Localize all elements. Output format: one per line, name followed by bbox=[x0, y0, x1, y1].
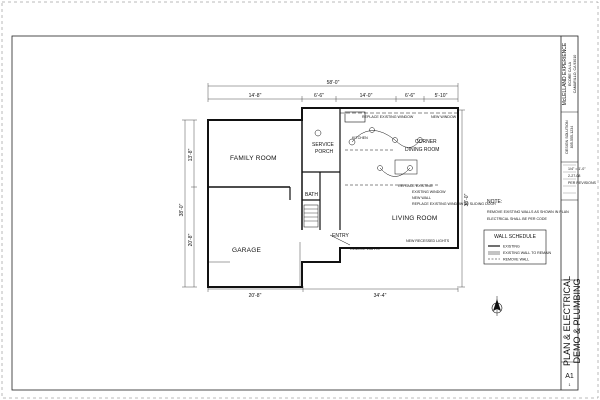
room-family: FAMILY ROOM bbox=[230, 155, 277, 162]
title-block: McLELLAND EXPERIENCE ECORE CA LA CAMARIL… bbox=[560, 36, 597, 390]
callout-4: EXISTING WINDOW bbox=[412, 190, 446, 194]
firm-name: DESIGN SOLUTION bbox=[565, 120, 569, 154]
dim-left-lower: 20'-8" bbox=[188, 233, 194, 246]
notes-line-2: ELECTRICAL SHALL BE PER CODE bbox=[487, 217, 547, 221]
dim-bottom-left: 20'-8" bbox=[249, 293, 262, 299]
room-kitchen: KITCHEN bbox=[352, 136, 368, 140]
wall-schedule-row-2: EXISTING WALL TO REMAIN bbox=[503, 251, 552, 255]
callout-6: REPLACE EXISTING WINDOW W/ SLIDING DOOR bbox=[412, 202, 496, 206]
firm-phone: 805-555-1234 bbox=[570, 126, 574, 148]
sheet-border bbox=[11, 35, 579, 391]
callout-3: REPLACE EXISTING bbox=[398, 184, 433, 188]
room-porch: PORCH bbox=[315, 149, 333, 155]
wall-schedule: WALL SCHEDULE EXISTING EXISTING WALL TO … bbox=[483, 229, 552, 265]
dim-right-total: 38'-0" bbox=[464, 193, 470, 206]
dim-left-total: 38'-0" bbox=[179, 203, 185, 216]
notes-heading: NOTE: bbox=[487, 199, 502, 205]
dim-top-3: 14'-0" bbox=[360, 93, 373, 99]
room-garage: GARAGE bbox=[232, 247, 261, 254]
sheet-title-line1: PLAN & ELECTRICAL bbox=[562, 276, 572, 366]
callouts: REPLACE EXISTING WINDOW NEW WINDOW REPLA… bbox=[350, 115, 496, 251]
room-bath: BATH bbox=[305, 192, 318, 198]
project-city: CAMARILLO, CA 93010 bbox=[573, 55, 577, 94]
sheet-number: A1 bbox=[565, 373, 574, 380]
dim-left-upper: 13'-8" bbox=[188, 148, 194, 161]
callout-5: NEW WALL bbox=[412, 196, 431, 200]
scale-label: 1/4" = 1'-0" bbox=[568, 167, 586, 171]
room-service: SERVICE bbox=[312, 142, 335, 148]
sheet-title-line2: DEMO & PLUMBING bbox=[572, 278, 582, 363]
room-entry: ENTRY bbox=[332, 233, 350, 239]
dim-top-1: 14'-8" bbox=[249, 93, 262, 99]
callout-7: REMOVE LIGHTS bbox=[350, 247, 380, 251]
north-arrow-icon bbox=[491, 296, 503, 316]
date-label: 2-27-08 bbox=[568, 174, 580, 178]
room-dining: DINING ROOM bbox=[405, 147, 439, 153]
project-name: McLELLAND EXPERIENCE bbox=[562, 42, 568, 105]
dim-overall: 58'-0" bbox=[327, 80, 340, 86]
room-corner: CORNER bbox=[415, 139, 437, 145]
wall-schedule-row-3: REMOVE WALL bbox=[503, 258, 529, 262]
dim-top-2: 6'-6" bbox=[314, 93, 324, 99]
notes-line-1: REMOVE EXISTING WALLS AS SHOWN IN PLAN bbox=[487, 210, 569, 214]
wall-schedule-title: WALL SCHEDULE bbox=[494, 234, 537, 240]
wall-schedule-row-1: EXISTING bbox=[503, 245, 520, 249]
sheet-of: 1 bbox=[569, 383, 571, 387]
room-living: LIVING ROOM bbox=[392, 215, 438, 222]
dim-top-5: 5'-10" bbox=[435, 93, 448, 99]
notes-block: NOTE: REMOVE EXISTING WALLS AS SHOWN IN … bbox=[487, 199, 569, 221]
callout-1: REPLACE EXISTING WINDOW bbox=[362, 115, 414, 119]
dim-bottom-right: 34'-4" bbox=[374, 293, 387, 299]
callout-8: NEW RECESSED LIGHTS bbox=[406, 239, 450, 243]
floor-plan bbox=[207, 107, 459, 288]
dimension-lines bbox=[182, 83, 465, 292]
callout-2: NEW WINDOW bbox=[431, 115, 457, 119]
project-address: ECORE CA LA bbox=[568, 61, 572, 86]
revision-label: PER REVISIONS bbox=[568, 181, 597, 185]
dim-top-4: 6'-6" bbox=[405, 93, 415, 99]
